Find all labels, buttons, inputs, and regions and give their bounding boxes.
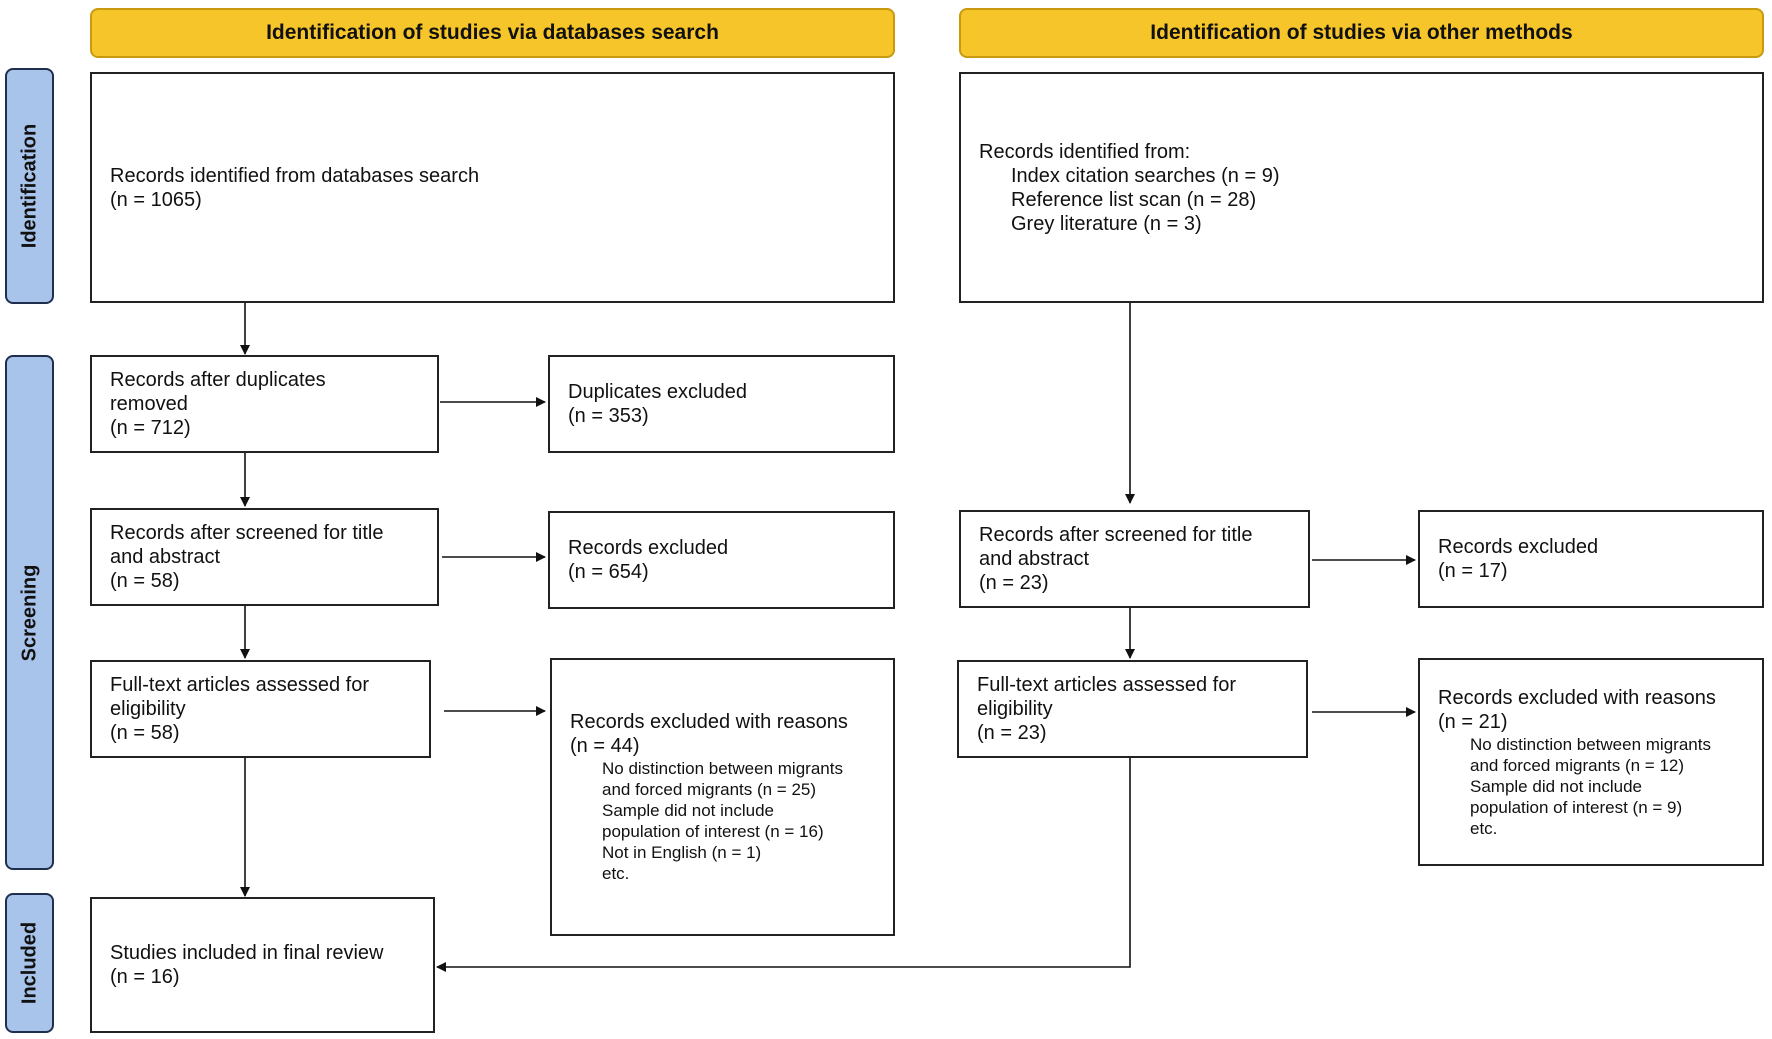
text-line: (n = 58) (110, 722, 180, 744)
text-line: Records excluded with reasons (1438, 687, 1716, 709)
box-excluded-reasons-right: Records excluded with reasons (n = 21) N… (1418, 658, 1764, 866)
text-line: Records after duplicates (110, 369, 326, 391)
text-line: Full-text articles assessed for (977, 674, 1236, 696)
box-fulltext-left: Full-text articles assessed for eligibil… (90, 660, 431, 758)
arrow-right-fulltext-to-included (436, 757, 1131, 972)
reason-line: and forced migrants (n = 25) (602, 780, 817, 799)
text-line: (n = 23) (977, 722, 1047, 744)
text-line: (n = 353) (568, 405, 649, 427)
header-other-methods: Identification of studies via other meth… (959, 8, 1764, 58)
text-line: Records identified from: (979, 140, 1191, 163)
text-line: (n = 44) (570, 735, 640, 757)
box-fulltext-right: Full-text articles assessed for eligibil… (957, 660, 1308, 758)
reason-line: Sample did not include (602, 801, 775, 820)
source-line: Grey literature (n = 3) (1011, 212, 1202, 235)
reason-line: population of interest (n = 16) (602, 822, 824, 841)
reason-line: No distinction between migrants (1470, 735, 1711, 754)
box-records-after-duplicates: Records after duplicates removed (n = 71… (90, 355, 439, 453)
text-line: (n = 16) (110, 966, 180, 988)
box-records-excluded-left: Records excluded (n = 654) (548, 511, 895, 609)
text-line: and abstract (110, 546, 221, 568)
box-excluded-reasons-left: Records excluded with reasons (n = 44) N… (550, 658, 895, 936)
text-line: Records excluded (568, 537, 729, 559)
box-records-identified-databases: Records identified from databases search… (90, 72, 895, 303)
text-line: Records excluded (1438, 536, 1599, 558)
text-line: (n = 17) (1438, 560, 1508, 582)
reason-line: etc. (1470, 819, 1498, 838)
box-studies-included: Studies included in final review (n = 16… (90, 897, 435, 1033)
text-line: Records after screened for title (979, 524, 1253, 546)
phase-identification: Identification (5, 68, 54, 304)
reason-line: No distinction between migrants (602, 759, 843, 778)
text-line: (n = 712) (110, 417, 191, 439)
text-line: Studies included in final review (110, 942, 384, 964)
text-line: Full-text articles assessed for (110, 674, 369, 696)
text-line: Records after screened for title (110, 522, 384, 544)
text-line: (n = 23) (979, 572, 1049, 594)
text-line: (n = 21) (1438, 711, 1508, 733)
text-line: eligibility (977, 698, 1053, 720)
phase-included: Included (5, 893, 54, 1033)
phase-screening: Screening (5, 355, 54, 870)
text-line: (n = 654) (568, 561, 649, 583)
source-line: Reference list scan (n = 28) (1011, 188, 1257, 211)
text-line: Records excluded with reasons (570, 711, 848, 733)
reason-line: Sample did not include (1470, 777, 1643, 796)
box-duplicates-excluded: Duplicates excluded (n = 353) (548, 355, 895, 453)
box-records-screened-left: Records after screened for title and abs… (90, 508, 439, 606)
text-line: (n = 58) (110, 570, 180, 592)
source-line: Index citation searches (n = 9) (1011, 164, 1280, 187)
reason-line: population of interest (n = 9) (1470, 798, 1683, 817)
header-databases-search: Identification of studies via databases … (90, 8, 895, 58)
box-records-screened-right: Records after screened for title and abs… (959, 510, 1310, 608)
box-records-identified-other: Records identified from: Index citation … (959, 72, 1764, 303)
text-line: Duplicates excluded (568, 381, 747, 403)
text-line: removed (110, 393, 188, 415)
text-line: eligibility (110, 698, 186, 720)
box-records-excluded-right: Records excluded (n = 17) (1418, 510, 1764, 608)
text-line: (n = 1065) (110, 188, 202, 211)
text-line: and abstract (979, 548, 1090, 570)
text-line: Records identified from databases search (110, 164, 480, 187)
reason-line: and forced migrants (n = 12) (1470, 756, 1685, 775)
reason-line: Not in English (n = 1) (602, 843, 762, 862)
reason-line: etc. (602, 864, 630, 883)
